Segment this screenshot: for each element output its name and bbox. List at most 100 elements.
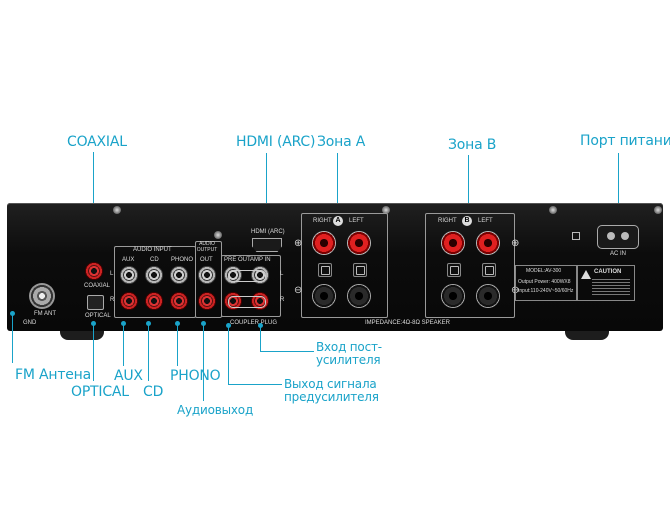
zone-b-right-socket (447, 263, 461, 277)
zone-a-right-socket (318, 263, 332, 277)
input-label: Input:110-240V~50/60Hz (518, 288, 573, 294)
zone-b-badge: B (462, 216, 472, 226)
power-pin-left (607, 232, 615, 240)
preamp-in-leader-v (260, 325, 261, 352)
warning-icon (581, 270, 591, 279)
aux-l-jack[interactable] (120, 266, 138, 284)
audio-out-r-jack[interactable] (198, 292, 216, 310)
preamp-in-callout-line2: усилителя (316, 354, 382, 367)
hdmi-port[interactable] (252, 238, 282, 252)
coupler-jumper-bottom (228, 296, 266, 308)
preamp-in-leader-h (260, 351, 314, 352)
zone-a-right-label: RIGHT (313, 218, 332, 224)
zone-b-right-plus-terminal[interactable] (441, 231, 465, 255)
zone-b-left-plus-terminal[interactable] (476, 231, 500, 255)
aux-r-jack[interactable] (120, 292, 138, 310)
phono-leader (177, 323, 178, 366)
phono-r-jack[interactable] (170, 292, 188, 310)
hdmi-arc-label: HDMI (ARC) (251, 229, 285, 235)
audio-out-l-jack[interactable] (198, 266, 216, 284)
fm-antenna-callout: FM Антена (15, 367, 91, 383)
output-power-label: Output Power: 400WX8 (518, 279, 571, 285)
preamp-out-callout: Выход сигнала предусилителя (284, 378, 379, 404)
pre-out-label: PRE OUT (224, 257, 251, 263)
screw (549, 206, 557, 214)
fm-ant-label: FM ANT (34, 311, 56, 317)
phono-label: PHONO (171, 257, 193, 263)
model-info-panel: MODEL:AV-300 Output Power: 400WX8 Input:… (515, 265, 577, 301)
aux-leader (123, 323, 124, 366)
hdmi-callout: HDMI (ARC) (236, 134, 315, 150)
ac-in-label: AC IN (610, 251, 626, 257)
ground-square-icon (572, 232, 580, 240)
zone-b-right-label: RIGHT (438, 218, 457, 224)
coaxial-leader (93, 152, 94, 210)
zone-a-left-label: LEFT (349, 218, 364, 224)
phono-l-jack[interactable] (170, 266, 188, 284)
zone-a-left-plus-terminal[interactable] (347, 231, 371, 255)
right-foot (565, 331, 609, 340)
audio-input-label: AUDIO INPUT (133, 247, 172, 253)
l-label-amp: L (280, 271, 283, 277)
optical-callout: OPTICAL (71, 384, 129, 400)
zone-a-badge-letter: A (335, 217, 340, 224)
zone-a-leader (337, 153, 338, 210)
zone-a-minus-symbol: ⊖ (294, 285, 302, 296)
zone-b-left-socket (482, 263, 496, 277)
coaxial-label: COAXIAL (84, 283, 110, 289)
cd-leader (148, 323, 149, 381)
r-label-amp: R (280, 297, 284, 303)
preamp-out-leader-h (228, 384, 282, 385)
coupler-jumper-top (228, 270, 266, 282)
left-foot (60, 331, 104, 340)
zone-a-right-plus-terminal[interactable] (312, 231, 336, 255)
cd-callout: CD (143, 384, 163, 400)
coaxial-jack[interactable] (85, 262, 103, 280)
fm-antenna-connector[interactable] (29, 283, 55, 309)
zone-a-callout: Зона А (317, 134, 365, 150)
power-port-callout: Порт питания (580, 133, 670, 149)
optical-leader (93, 323, 94, 381)
gnd-label: GND (23, 320, 36, 326)
r-label: R (110, 297, 114, 303)
amp-in-label: AMP IN (250, 257, 271, 263)
zone-b-callout: Зона В (448, 137, 496, 153)
cd-label: CD (150, 257, 159, 263)
aux-label: AUX (122, 257, 134, 263)
optical-label: OPTICAL (85, 313, 111, 319)
model-label: MODEL:AV-300 (526, 268, 561, 274)
amplifier-rear-panel: FM ANT GND COAXIAL OPTICAL AUDIO INPUT A… (7, 203, 663, 331)
cd-r-jack[interactable] (145, 292, 163, 310)
zone-b-left-label: LEFT (478, 218, 493, 224)
coupler-plug-label: COUPLER PLUG (230, 320, 277, 326)
screw (214, 231, 222, 239)
zone-a-right-minus-terminal[interactable] (312, 284, 336, 308)
power-pin-right (621, 232, 629, 240)
zone-b-left-minus-terminal[interactable] (476, 284, 500, 308)
zone-b-right-minus-terminal[interactable] (441, 284, 465, 308)
audio-output-label: AUDIO OUTPUT (193, 241, 221, 253)
zone-b-frame (425, 213, 515, 318)
l-label: L (110, 271, 113, 277)
power-inlet[interactable] (597, 225, 639, 249)
coaxial-callout: COAXIAL (67, 134, 127, 150)
zone-a-plus-symbol: ⊕ (294, 238, 302, 249)
zone-a-left-minus-terminal[interactable] (347, 284, 371, 308)
aux-callout: AUX (114, 368, 143, 384)
cd-l-jack[interactable] (145, 266, 163, 284)
caution-fine-print (592, 279, 630, 295)
fm-leader (12, 313, 13, 363)
preamp-in-callout: Вход пост- усилителя (316, 341, 382, 367)
optical-jack[interactable] (87, 295, 104, 310)
zone-b-badge-letter: B (464, 217, 469, 224)
screw (654, 206, 662, 214)
preamp-out-callout-line2: предусилителя (284, 391, 379, 404)
out-label: OUT (200, 257, 213, 263)
zone-a-badge: A (333, 216, 343, 226)
caution-panel: CAUTION (577, 265, 635, 301)
zone-b-plus-symbol: ⊕ (511, 238, 519, 249)
phono-callout: PHONO (170, 368, 220, 384)
screw (113, 206, 121, 214)
impedance-speaker-label: IMPEDANCE:4Ω-8Ω SPEAKER (365, 320, 450, 326)
zone-a-left-socket (353, 263, 367, 277)
